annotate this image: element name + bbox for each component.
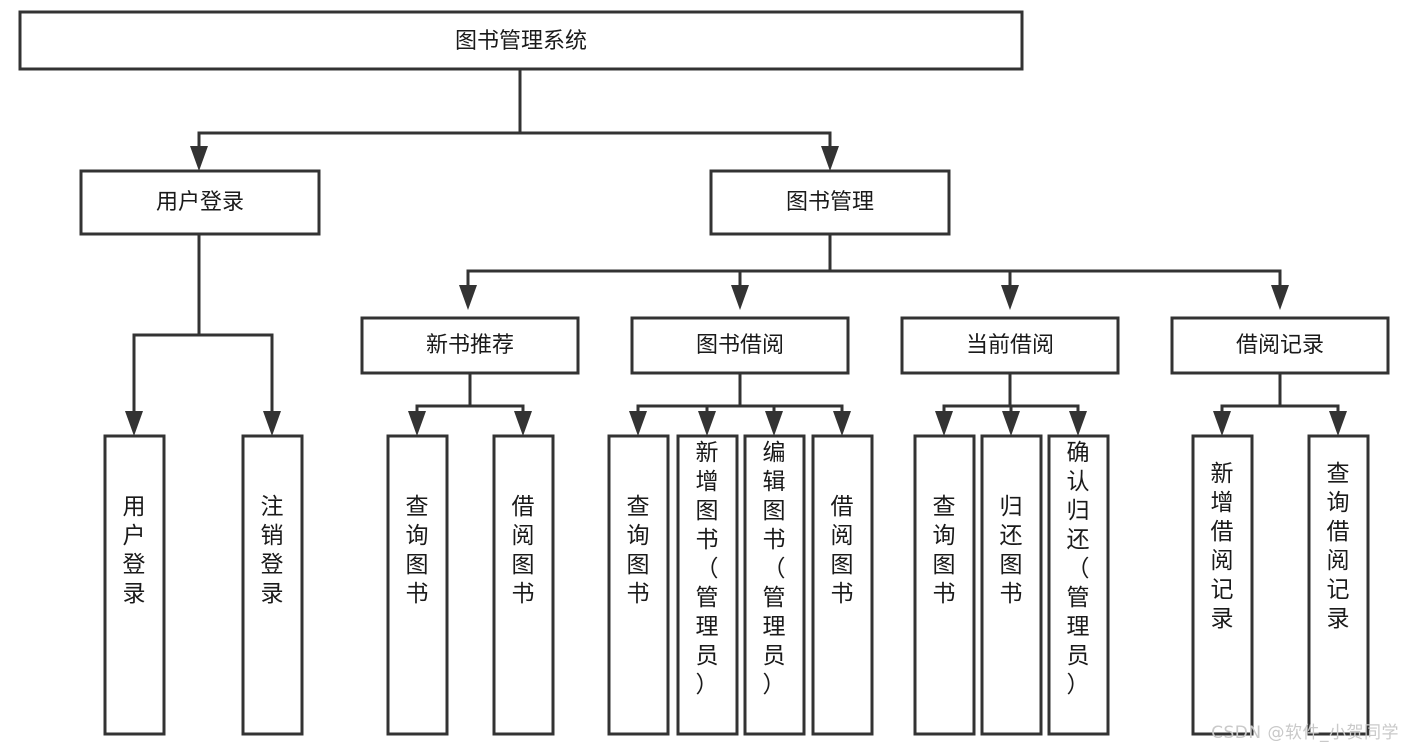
node-book-borrow-label: 图书借阅 [696, 333, 784, 358]
node-borrow-record[interactable]: 借阅记录 [1170, 316, 1390, 375]
node-borrow-record-label: 借阅记录 [1236, 333, 1324, 358]
node-current-borrow-label: 当前借阅 [966, 333, 1054, 358]
node-user-login-label: 用户登录 [156, 190, 244, 215]
node-root-box[interactable] [18, 10, 1024, 71]
node-book-management[interactable]: 图书管理 [709, 169, 951, 236]
node-leaf-edit-book[interactable]: 编辑图书（管理员） [743, 434, 806, 736]
node-current-borrow[interactable]: 当前借阅 [900, 316, 1120, 375]
node-leaf-query-book-a-label: 查询图书 [406, 494, 429, 607]
edge-layer [125, 67, 1347, 436]
node-leaf-query-book-b[interactable]: 查询图书 [607, 434, 670, 736]
node-leaf-borrow-book-b-box[interactable] [811, 434, 874, 736]
node-leaf-add-book-label: 新增图书（管理员） [696, 440, 719, 698]
node-user-login[interactable]: 用户登录 [79, 169, 321, 236]
node-leaf-query-book-c-box[interactable] [913, 434, 976, 736]
arrow-to-newbook [459, 285, 477, 310]
node-leaf-logout-box[interactable] [241, 434, 304, 736]
node-leaf-return-book[interactable]: 归还图书 [980, 434, 1043, 736]
arrow-to-leaf-confirm-return [1069, 411, 1087, 436]
node-leaf-query-book-b-box[interactable] [607, 434, 670, 736]
arrow-to-leaf-query-book-c [935, 411, 953, 436]
arrow-to-leaf-logout [263, 411, 281, 436]
node-new-book-recommend-box[interactable] [360, 316, 580, 375]
arrow-to-leaf-edit-book [765, 411, 783, 436]
node-leaf-borrow-book-b[interactable]: 借阅图书 [811, 434, 874, 736]
node-leaf-return-book-label: 归还图书 [1000, 494, 1023, 607]
node-book-management-label: 图书管理 [786, 190, 874, 215]
node-leaf-return-book-box[interactable] [980, 434, 1043, 736]
arrow-to-leaf-return-book [1002, 411, 1020, 436]
arrow-to-user-login [190, 146, 208, 171]
arrow-to-leaf-query-record [1329, 411, 1347, 436]
arrow-to-leaf-borrow-book-b [833, 411, 851, 436]
node-leaf-query-book-a-box[interactable] [386, 434, 449, 736]
csdn-watermark: CSDN @软件_小贺同学 [1211, 723, 1399, 743]
node-leaf-borrow-book-a-box[interactable] [492, 434, 555, 736]
node-book-borrow-box[interactable] [630, 316, 850, 375]
node-new-book-recommend-label: 新书推荐 [426, 333, 514, 358]
arrow-to-leaf-user-login [125, 411, 143, 436]
node-leaf-add-record-label: 新增借阅记录 [1211, 461, 1234, 632]
node-leaf-confirm-return-box[interactable] [1047, 434, 1110, 736]
node-leaf-confirm-return-label: 确认归还（管理员） [1067, 440, 1090, 698]
arrow-to-book-mgmt [821, 146, 839, 171]
node-leaf-borrow-book-a-label: 借阅图书 [512, 494, 535, 607]
node-leaf-logout[interactable]: 注销登录 [241, 434, 304, 736]
node-leaf-query-record-label: 查询借阅记录 [1327, 461, 1350, 632]
node-leaf-add-book-box[interactable] [676, 434, 739, 736]
node-new-book-recommend[interactable]: 新书推荐 [360, 316, 580, 375]
node-book-management-box[interactable] [709, 169, 951, 236]
node-leaf-user-login[interactable]: 用户登录 [103, 434, 166, 736]
node-root-label: 图书管理系统 [455, 29, 587, 54]
node-leaf-logout-label: 注销登录 [261, 494, 284, 607]
node-leaf-query-record[interactable]: 查询借阅记录 [1307, 434, 1370, 736]
node-leaf-confirm-return[interactable]: 确认归还（管理员） [1047, 434, 1110, 736]
node-user-login-box[interactable] [79, 169, 321, 236]
arrow-to-current [1001, 285, 1019, 310]
node-leaf-edit-book-label: 编辑图书（管理员） [763, 440, 786, 698]
node-leaf-user-login-box[interactable] [103, 434, 166, 736]
node-book-borrow[interactable]: 图书借阅 [630, 316, 850, 375]
arrow-to-leaf-query-book-a [408, 411, 426, 436]
arrow-to-leaf-add-record [1213, 411, 1231, 436]
node-leaf-query-book-c[interactable]: 查询图书 [913, 434, 976, 736]
node-leaf-query-book-c-label: 查询图书 [933, 494, 956, 607]
node-leaf-add-book[interactable]: 新增图书（管理员） [676, 434, 739, 736]
node-leaf-user-login-label: 用户登录 [123, 494, 146, 607]
arrow-to-record [1271, 285, 1289, 310]
node-leaf-query-record-box[interactable] [1307, 434, 1370, 736]
node-leaf-query-book-b-label: 查询图书 [627, 494, 650, 607]
node-current-borrow-box[interactable] [900, 316, 1120, 375]
node-leaf-query-book-a[interactable]: 查询图书 [386, 434, 449, 736]
node-leaf-borrow-book-b-label: 借阅图书 [831, 494, 854, 607]
node-root[interactable]: 图书管理系统 [18, 10, 1024, 71]
node-leaf-add-record-box[interactable] [1191, 434, 1254, 736]
arrow-to-leaf-borrow-book-a [514, 411, 532, 436]
node-leaf-add-record[interactable]: 新增借阅记录 [1191, 434, 1254, 736]
arrow-to-leaf-add-book [698, 411, 716, 436]
node-leaf-edit-book-box[interactable] [743, 434, 806, 736]
arrow-to-borrow [731, 285, 749, 310]
node-borrow-record-box[interactable] [1170, 316, 1390, 375]
arrow-to-leaf-query-book-b [629, 411, 647, 436]
node-leaf-borrow-book-a[interactable]: 借阅图书 [492, 434, 555, 736]
